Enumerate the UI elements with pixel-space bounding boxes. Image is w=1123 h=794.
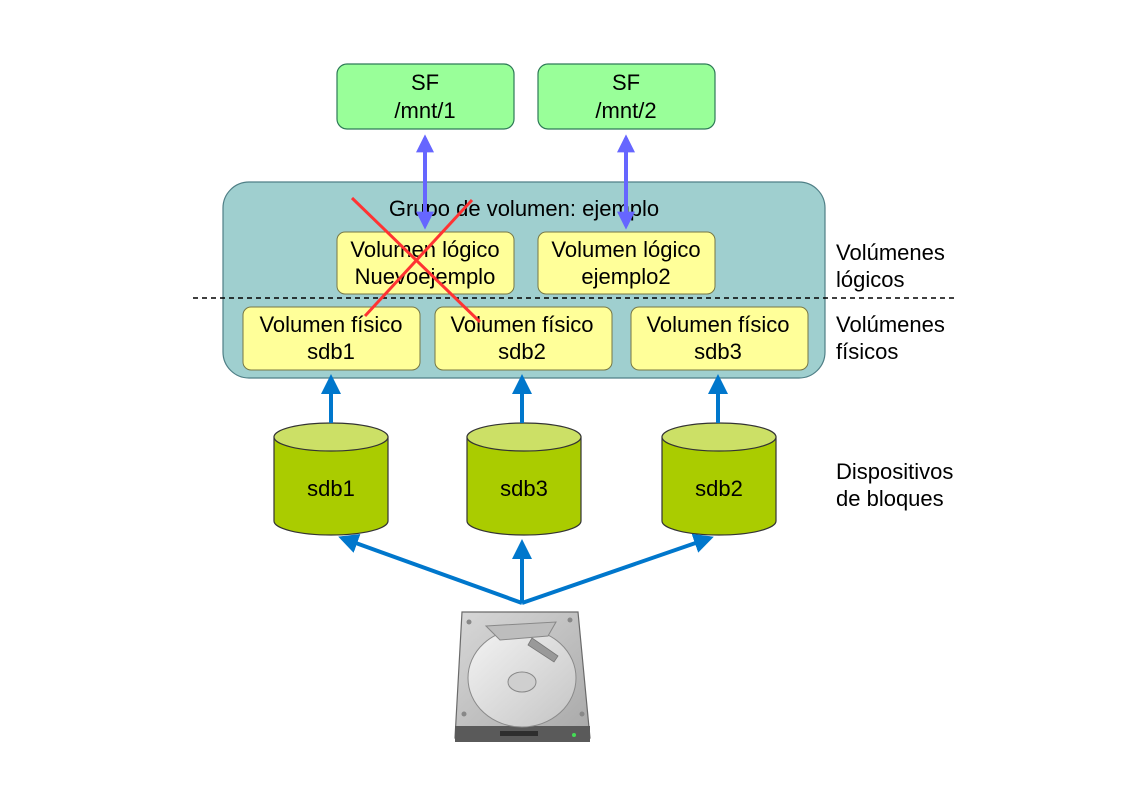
physical-volume-box-1: Volumen físico sdb1 [242, 306, 421, 371]
logical-volume-type: Volumen lógico [551, 237, 700, 262]
cross-out-mark [350, 196, 482, 324]
side-label-physical-volumes: Volúmenes físicos [836, 312, 945, 364]
physical-volume-name: sdb1 [307, 339, 355, 364]
filesystem-box-1: SF /mnt/1 [336, 63, 515, 130]
side-label-logical-volumes: Volúmenes lógicos [836, 240, 945, 292]
block-device-cylinder-2: sdb3 [466, 422, 582, 536]
side-label-line: Dispositivos [836, 459, 953, 484]
block-device-label: sdb2 [695, 476, 743, 501]
logical-volume-box-2: Volumen lógico ejemplo2 [537, 231, 716, 295]
physical-volume-box-3: Volumen físico sdb3 [630, 306, 809, 371]
filesystem-mountpoint: /mnt/1 [394, 98, 455, 123]
disk-device-arrow-3 [521, 533, 714, 605]
side-label-line: Volúmenes [836, 240, 945, 265]
block-device-cylinder-3: sdb2 [661, 422, 777, 536]
side-label-block-devices: Dispositivos de bloques [836, 459, 953, 511]
side-label-line: Volúmenes [836, 312, 945, 337]
side-label-line: lógicos [836, 267, 904, 292]
side-label-line: físicos [836, 339, 898, 364]
physical-volume-type: Volumen físico [259, 312, 402, 337]
disk-device-arrow-1 [338, 534, 523, 605]
filesystem-box-2: SF /mnt/2 [537, 63, 716, 130]
filesystem-type: SF [612, 70, 640, 95]
block-device-label: sdb1 [307, 476, 355, 501]
side-label-line: de bloques [836, 486, 944, 511]
hard-drive-icon [454, 611, 591, 742]
physical-volume-name: sdb2 [498, 339, 546, 364]
volume-group-title: Grupo de volumen: ejemplo [389, 196, 659, 221]
block-device-cylinder-1: sdb1 [273, 422, 389, 536]
logical-volume-name: ejemplo2 [581, 264, 670, 289]
logical-volume-box-1: Volumen lógico Nuevoejemplo [336, 231, 515, 295]
physical-volume-box-2: Volumen físico sdb2 [434, 306, 613, 371]
filesystem-mountpoint: /mnt/2 [595, 98, 656, 123]
physical-volume-name: sdb3 [694, 339, 742, 364]
filesystem-type: SF [411, 70, 439, 95]
physical-volume-type: Volumen físico [646, 312, 789, 337]
block-device-label: sdb3 [500, 476, 548, 501]
